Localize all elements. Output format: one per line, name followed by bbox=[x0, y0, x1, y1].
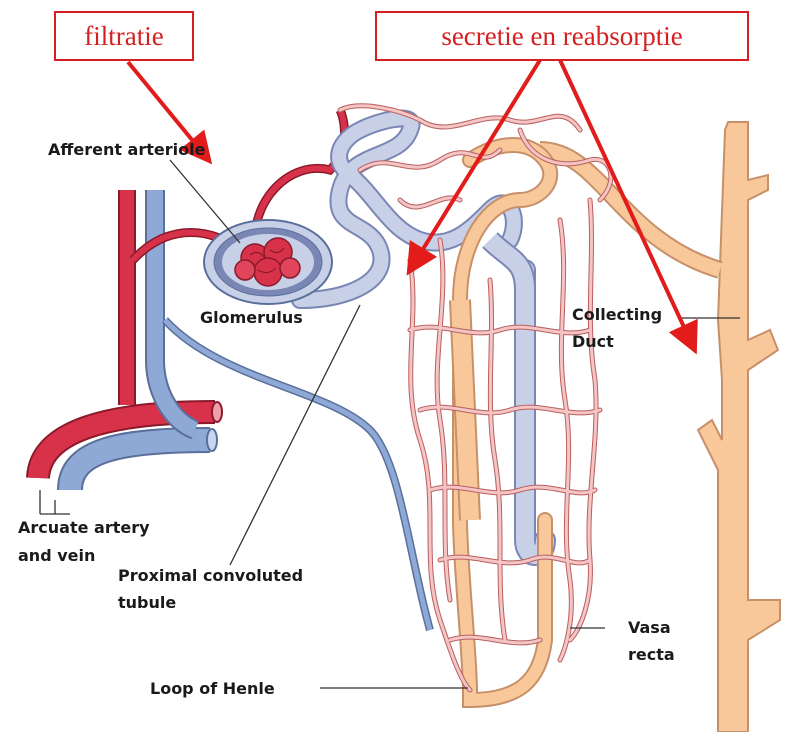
filtration-box: filtratie bbox=[55, 12, 193, 60]
glomerulus bbox=[204, 220, 332, 304]
collecting-duct-label-1: Collecting bbox=[572, 305, 662, 324]
arcuate-label-2: and vein bbox=[18, 546, 95, 565]
secretion-arrow-right bbox=[560, 60, 690, 340]
filtration-arrow bbox=[128, 62, 202, 152]
proximal-tubule-label-1: Proximal convoluted bbox=[118, 566, 303, 585]
secretion-label: secretie en reabsorptie bbox=[441, 21, 682, 51]
secretion-box: secretie en reabsorptie bbox=[376, 12, 748, 60]
proximal-tubule-label-2: tubule bbox=[118, 593, 176, 612]
arcuate-vessels bbox=[38, 402, 222, 490]
vasa-recta-label-1: Vasa bbox=[628, 618, 671, 637]
collecting-duct bbox=[540, 122, 780, 732]
collecting-duct-label-2: Duct bbox=[572, 332, 614, 351]
glomerulus-label: Glomerulus bbox=[200, 308, 303, 327]
arcuate-label-1: Arcuate artery bbox=[18, 518, 150, 537]
vasa-recta-label-2: recta bbox=[628, 645, 675, 664]
proximal-tubule bbox=[300, 118, 545, 555]
loop-of-henle-label: Loop of Henle bbox=[150, 679, 275, 698]
afferent-arteriole-label: Afferent arteriole bbox=[48, 140, 206, 159]
filtration-label: filtratie bbox=[84, 21, 163, 51]
